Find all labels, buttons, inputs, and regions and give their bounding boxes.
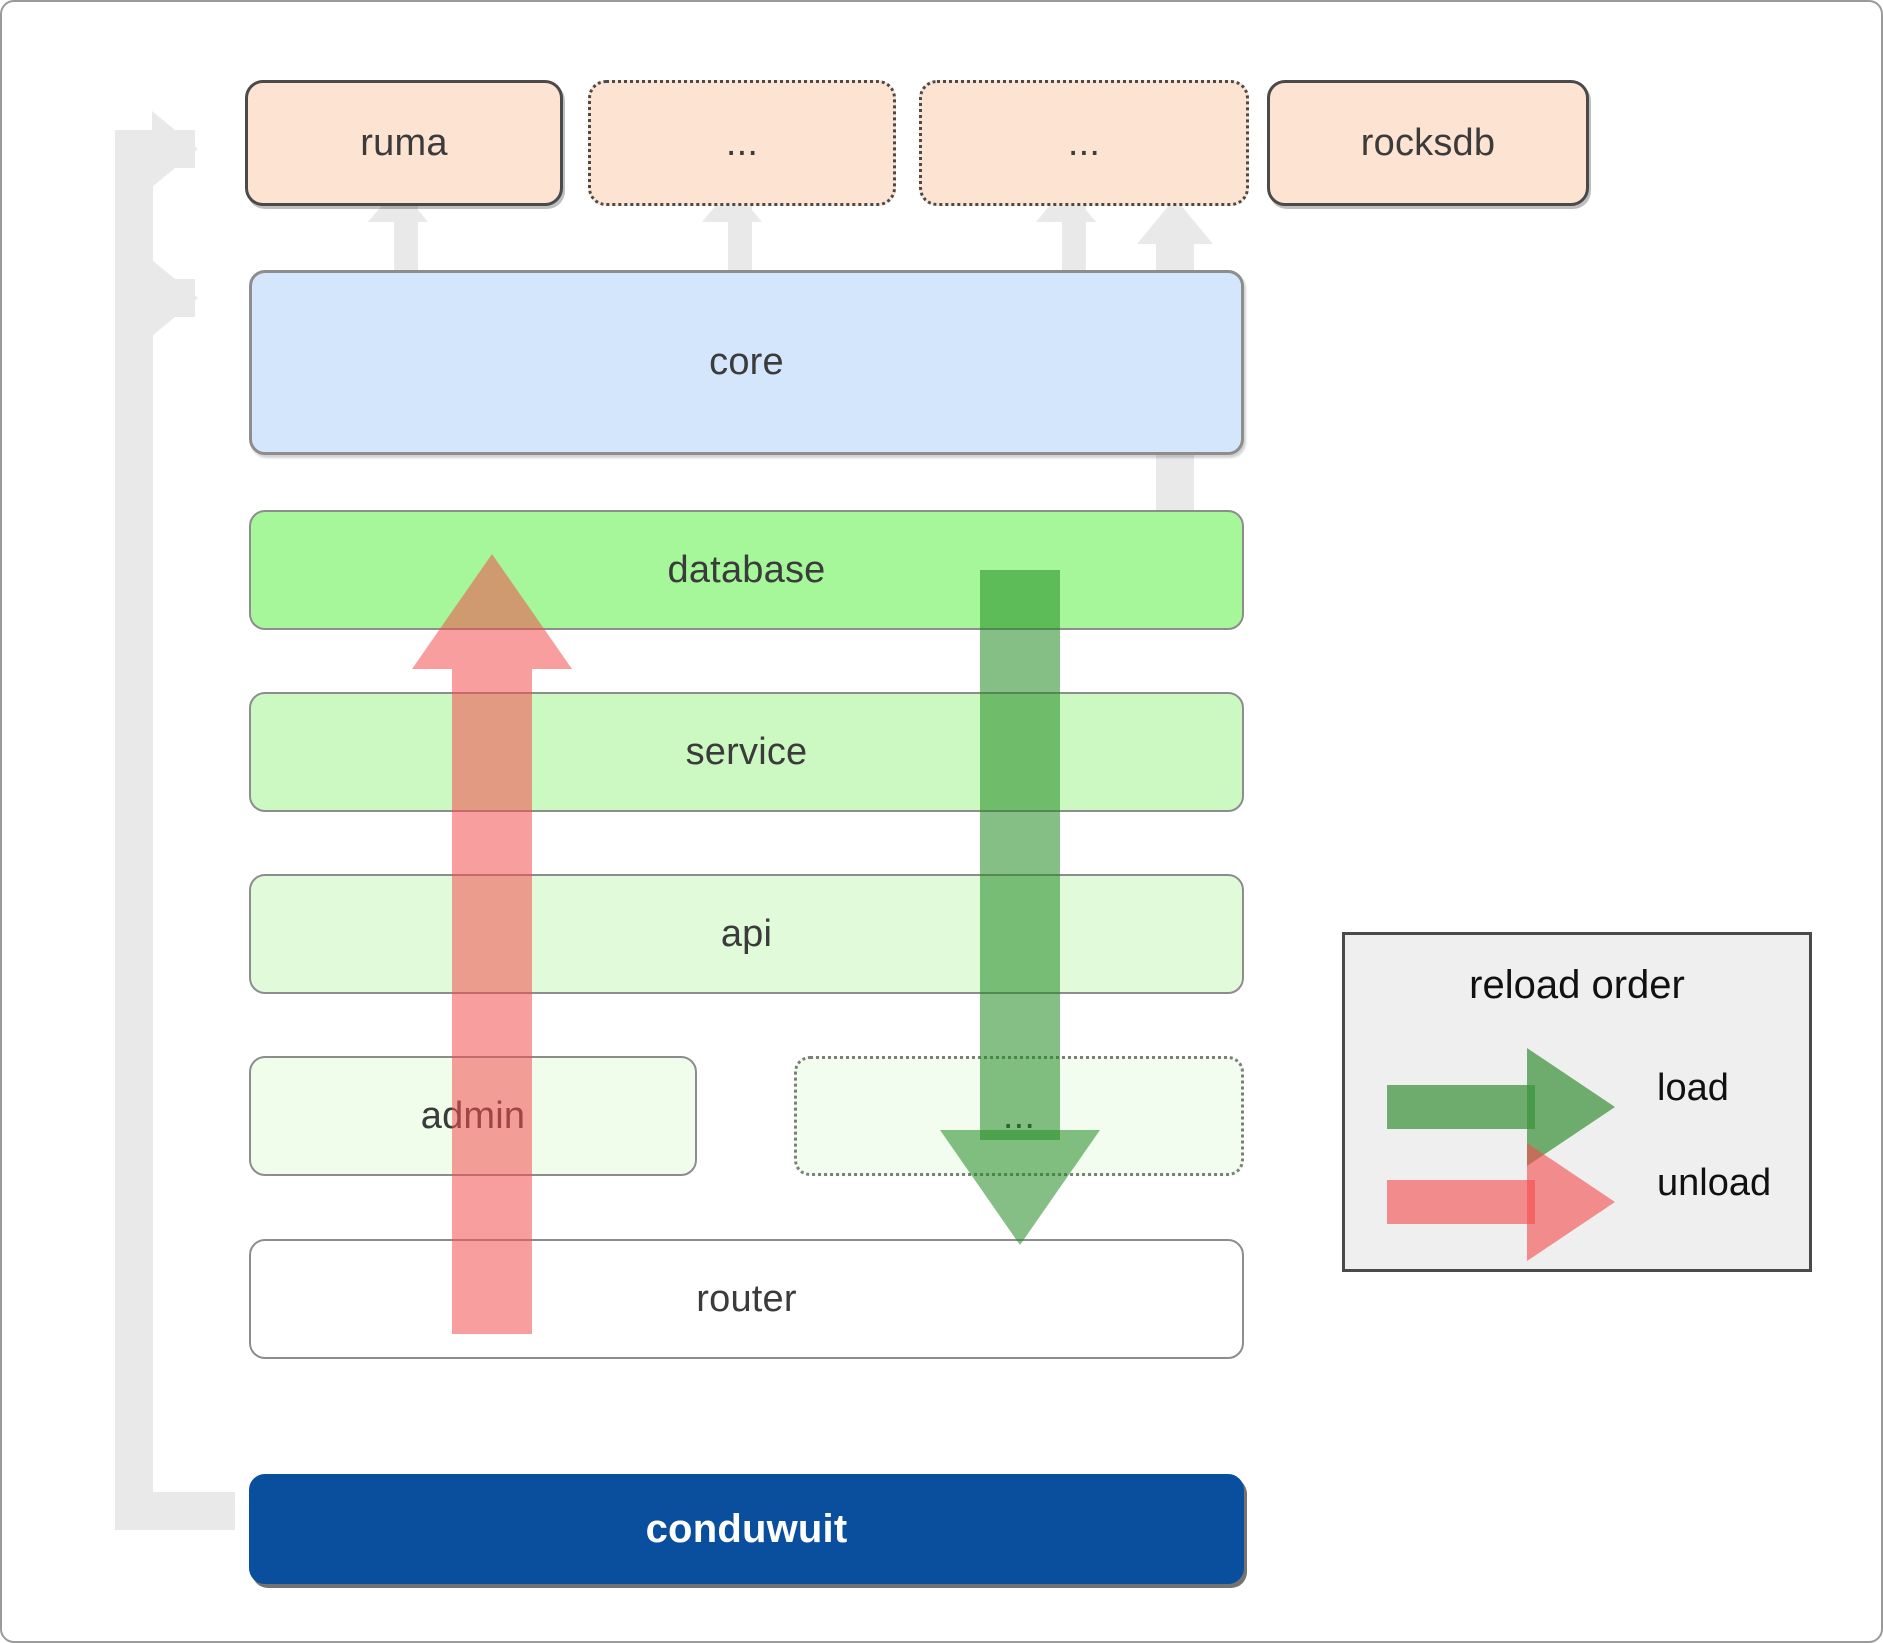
legend-panel: reload order load unload bbox=[1342, 932, 1812, 1272]
layer-label: router bbox=[696, 1277, 797, 1320]
core-box[interactable]: core bbox=[249, 270, 1244, 455]
layer-box-admin[interactable]: admin bbox=[249, 1056, 697, 1176]
dependency-label: rocksdb bbox=[1360, 121, 1496, 164]
layer-label: ... bbox=[1002, 1094, 1036, 1137]
connector-arrowhead-core bbox=[152, 260, 198, 336]
legend-label-load: load bbox=[1657, 1067, 1729, 1109]
layer-label: admin bbox=[420, 1094, 526, 1137]
dependency-label: ruma bbox=[360, 121, 448, 164]
dependency-label: ... bbox=[725, 121, 759, 164]
unload-legend-arrow-shaft bbox=[1387, 1180, 1535, 1224]
legend-title: reload order bbox=[1469, 963, 1685, 1007]
layer-box-api[interactable]: api bbox=[249, 874, 1244, 994]
dependency-box-ruma[interactable]: ruma bbox=[245, 80, 563, 206]
layer-box-database[interactable]: database bbox=[249, 510, 1244, 630]
layer-label: database bbox=[667, 548, 826, 591]
app-box-conduwuit[interactable]: conduwuit bbox=[249, 1474, 1244, 1584]
layer-label: service bbox=[685, 730, 808, 773]
layer-box-service[interactable]: service bbox=[249, 692, 1244, 812]
legend-row-load: load bbox=[1387, 1048, 1787, 1166]
legend-row-unload: unload bbox=[1387, 1143, 1787, 1261]
layer-box-router[interactable]: router bbox=[249, 1239, 1244, 1359]
load-arrow-shaft bbox=[980, 570, 1060, 1140]
connector-arrowhead-ruma bbox=[152, 111, 198, 187]
app-label: conduwuit bbox=[645, 1506, 848, 1551]
connector-left-vertical-bus bbox=[115, 130, 153, 1530]
dependency-box-rocksdb[interactable]: rocksdb bbox=[1267, 80, 1589, 206]
load-legend-arrow-shaft bbox=[1387, 1085, 1535, 1129]
dependency-box-placeholder-1[interactable]: ... bbox=[588, 80, 896, 206]
legend-label-unload: unload bbox=[1657, 1162, 1772, 1204]
connector-bottom-to-app bbox=[115, 1492, 235, 1530]
unload-legend-arrow-head bbox=[1527, 1143, 1615, 1261]
dependency-label: ... bbox=[1067, 121, 1101, 164]
core-label: core bbox=[709, 341, 784, 383]
layer-box-placeholder[interactable]: ... bbox=[794, 1056, 1244, 1176]
layer-label: api bbox=[720, 912, 773, 955]
dependency-box-placeholder-2[interactable]: ... bbox=[919, 80, 1249, 206]
